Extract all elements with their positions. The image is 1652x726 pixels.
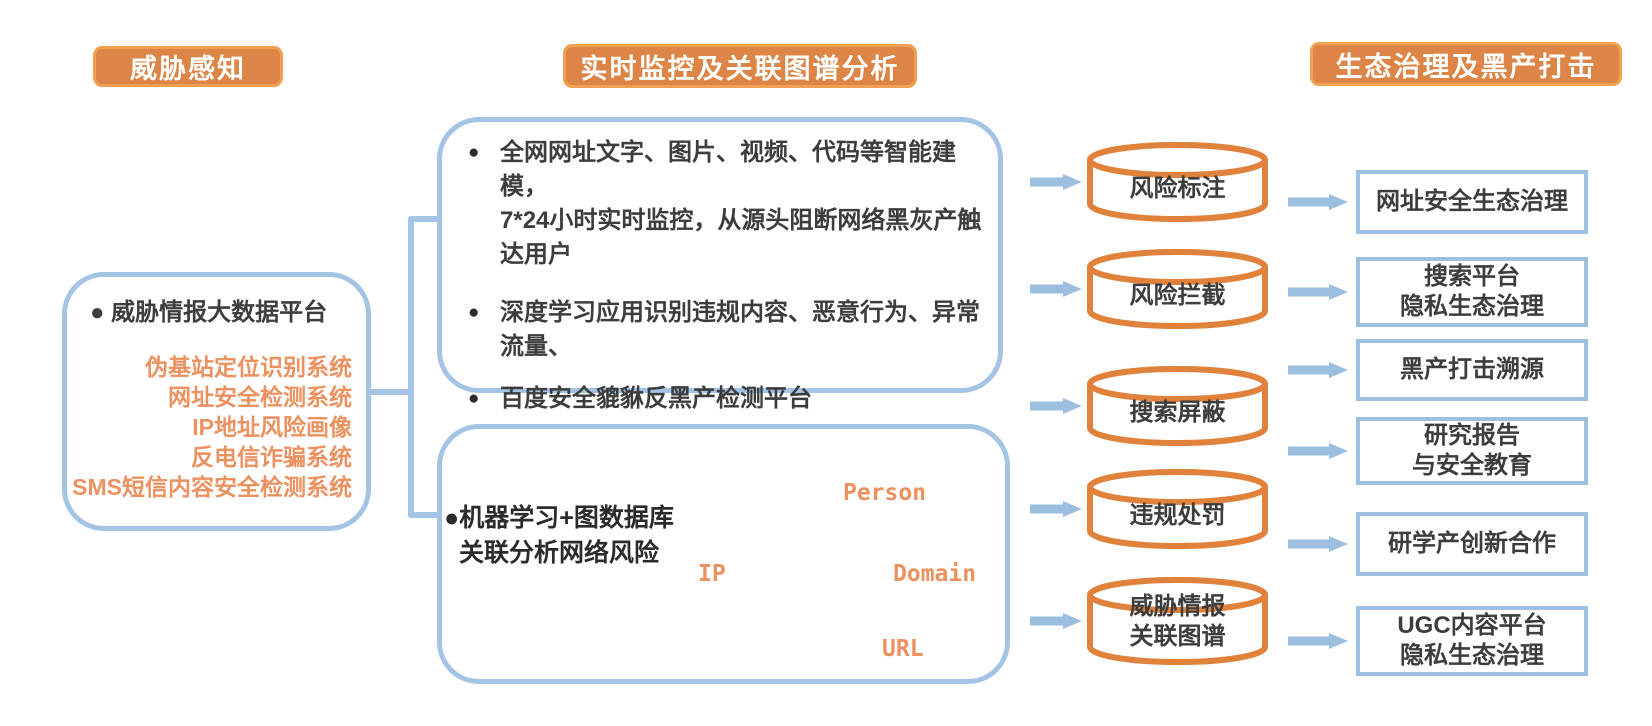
bullet-marker: ● — [468, 388, 480, 409]
threat-intel-system-list: 伪基站定位识别系统 网址安全检测系统 IP地址风险画像 反电信诈骗系统 SMS短… — [72, 354, 352, 500]
outcome-url-ecosystem: 网址安全生态治理 — [1356, 170, 1588, 234]
node-label-person: Person — [843, 480, 927, 506]
header-threat-sensing: 威胁感知 — [93, 46, 283, 87]
node-label-domain: Domain — [893, 561, 977, 587]
cylinder-threat-intel-graph-shape — [1087, 577, 1268, 665]
arrows-to-outcomes — [1288, 194, 1348, 649]
outcome-innovation-cooperation: 研学产创新合作 — [1356, 512, 1588, 576]
bullet-item: ● 百度安全貔貅反黑产检测平台 — [468, 382, 984, 416]
outcome-search-privacy: 搜索平台 隐私生态治理 — [1356, 257, 1588, 327]
cylinder-risk-annotation-label: 风险标注 — [1129, 175, 1226, 202]
monitoring-bullet-list: ● 全网网址文字、图片、视频、代码等智能建模， 7*24小时实时监控，从源头阻断… — [468, 136, 984, 416]
threat-intel-panel-title: ● 威胁情报大数据平台 — [90, 299, 328, 326]
cylinder-violation-penalty-label: 违规处罚 — [1129, 502, 1226, 529]
bullet-marker: ● — [468, 142, 480, 163]
cylinder-shapes — [1087, 142, 1268, 665]
bullet-item: ● 深度学习应用识别违规内容、恶意行为、异常 流量、 — [468, 296, 984, 364]
bullet-text: 全网网址文字、图片、视频、代码等智能建模， 7*24小时实时监控，从源头阻断网络… — [500, 139, 982, 268]
threat-intel-panel — [62, 272, 371, 531]
header-governance-crackdown: 生态治理及黑产打击 — [1310, 42, 1622, 86]
header-monitoring-analysis: 实时监控及关联图谱分析 — [563, 44, 917, 88]
arrows-to-cylinders — [1030, 174, 1082, 629]
bullet-marker: ● — [468, 302, 480, 323]
cylinder-search-blocking-label: 搜索屏蔽 — [1129, 399, 1226, 426]
outcome-blackmarket-tracing: 黑产打击溯源 — [1356, 339, 1588, 401]
bullet-text: 深度学习应用识别违规内容、恶意行为、异常 流量、 — [500, 299, 980, 360]
bullet-text: 百度安全貔貅反黑产检测平台 — [500, 385, 812, 412]
outcome-ugc-privacy: UGC内容平台 隐私生态治理 — [1356, 606, 1588, 676]
bullet-item: ● 全网网址文字、图片、视频、代码等智能建模， 7*24小时实时监控，从源头阻断… — [468, 136, 984, 272]
cylinder-risk-interception-shape — [1087, 249, 1268, 329]
graph-panel-bullet: ●机器学习+图数据库 关联分析网络风险 — [444, 504, 674, 567]
cylinder-search-blocking-shape — [1087, 366, 1268, 446]
cylinder-risk-annotation-shape — [1087, 142, 1268, 222]
node-label-ip: IP — [698, 561, 726, 587]
monitoring-panel — [437, 117, 1003, 393]
connector-bracket — [368, 216, 439, 518]
outcome-research-education: 研究报告 与安全教育 — [1356, 417, 1588, 485]
cylinder-risk-interception-label: 风险拦截 — [1129, 282, 1226, 309]
graph-panel — [437, 424, 1010, 684]
cylinder-threat-intel-graph-label: 威胁情报 关联图谱 — [1129, 593, 1226, 650]
node-label-url: URL — [882, 636, 924, 662]
cylinder-violation-penalty-shape — [1087, 469, 1268, 549]
